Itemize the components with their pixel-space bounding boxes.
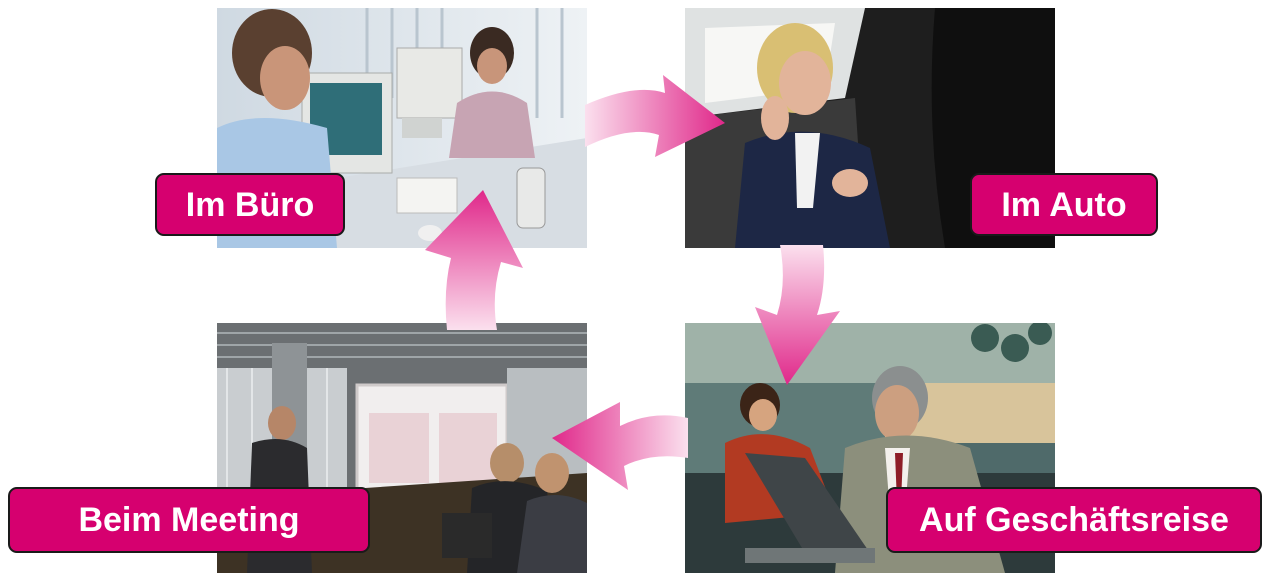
travel-label: Auf Geschäftsreise: [886, 487, 1262, 553]
arrow-up-icon: [425, 190, 523, 330]
arrow-left-icon: [552, 402, 688, 490]
car-label: Im Auto: [970, 173, 1158, 236]
office-photo: [217, 8, 587, 248]
office-label: Im Büro: [155, 173, 345, 236]
arrow-down-icon: [755, 245, 840, 385]
meeting-label: Beim Meeting: [8, 487, 370, 553]
travel-photo: [685, 323, 1055, 573]
arrow-right-icon: [585, 75, 725, 157]
